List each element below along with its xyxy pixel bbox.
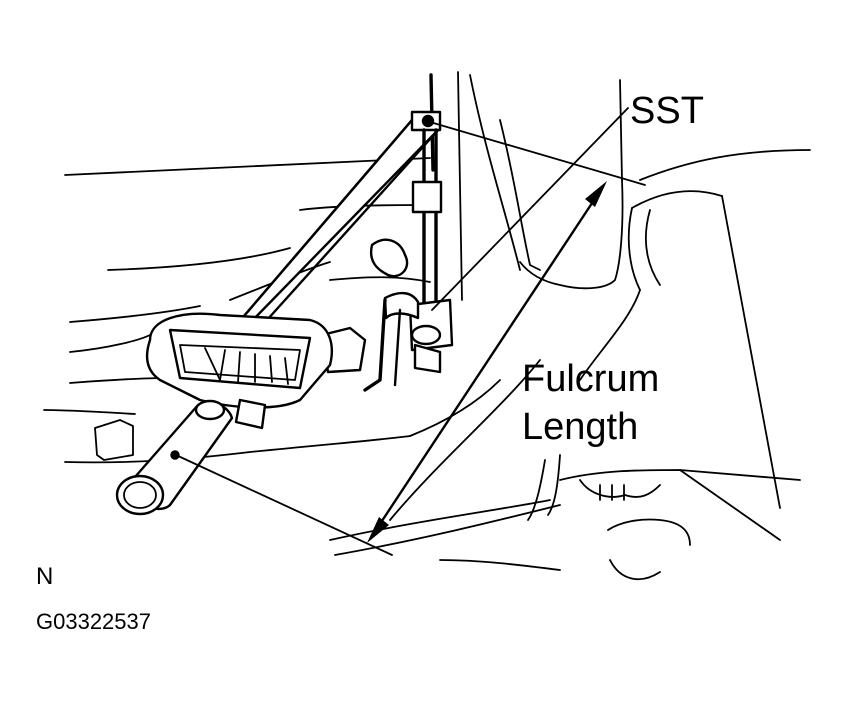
lower-contours — [329, 359, 561, 571]
sst-leader — [431, 107, 629, 311]
fulcrum-dimension — [175, 121, 646, 556]
figure-letter: N — [36, 563, 54, 590]
figure-code: G03322537 — [36, 609, 151, 634]
sst-tool — [230, 110, 454, 392]
pillar — [429, 71, 624, 301]
body-panel — [559, 149, 811, 581]
background-contours — [43, 157, 431, 464]
fulcrum-label-line1: Fulcrum — [522, 358, 660, 400]
fulcrum-label-line2: Length — [522, 406, 639, 448]
handle-assembly — [115, 312, 333, 516]
sst-label: SST — [630, 90, 704, 132]
